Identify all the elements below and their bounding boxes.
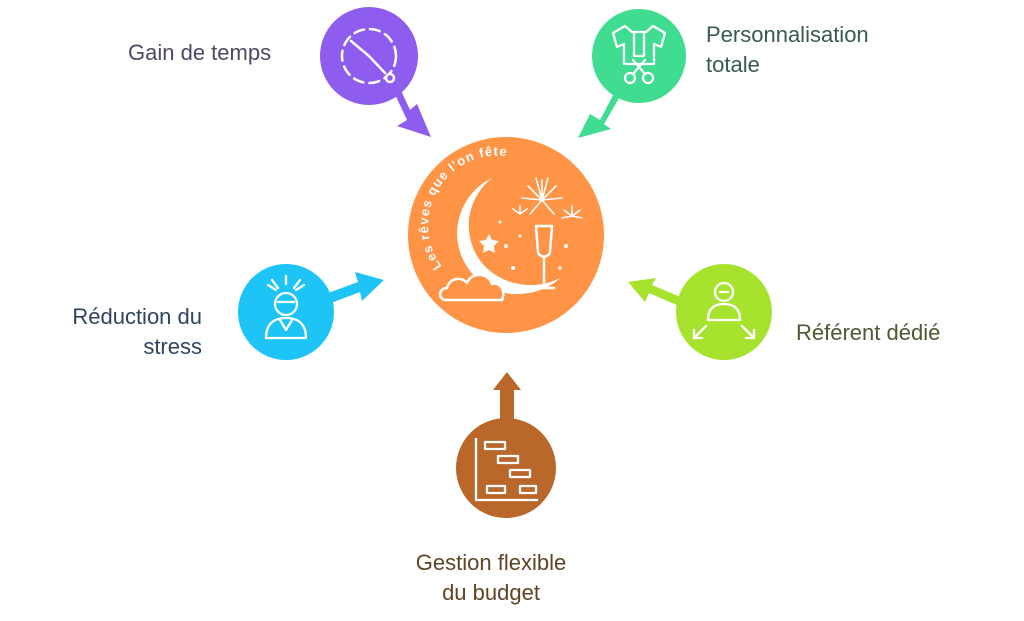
label-personnalisation: Personnalisation totale xyxy=(706,22,869,77)
label-referent: Référent dédié xyxy=(796,320,941,345)
node-personnalisation xyxy=(578,9,686,138)
center-logo: Les rêves que l'on fête xyxy=(408,137,604,333)
person-arrows-icon xyxy=(692,281,756,340)
clock-icon xyxy=(340,27,398,85)
circle-gestion-budget xyxy=(456,418,556,518)
arrow-personnalisation xyxy=(578,88,622,138)
node-referent xyxy=(628,264,772,360)
label-gestion-budget: Gestion flexible du budget xyxy=(415,550,567,605)
arrow-reduction-stress xyxy=(320,272,384,306)
champagne-glass-icon xyxy=(532,224,556,290)
label-reduction-stress: Réduction du stress xyxy=(72,304,202,359)
cloud-icon xyxy=(438,273,505,302)
fireworks-icon xyxy=(512,177,583,219)
label-gain-de-temps: Gain de temps xyxy=(128,40,272,65)
circle-referent xyxy=(676,264,772,360)
arrow-referent xyxy=(628,278,690,309)
shirt-scissors-icon xyxy=(611,24,667,85)
arrow-gestion-budget xyxy=(493,372,521,420)
arrow-gain-de-temps xyxy=(392,82,431,137)
moon-icon xyxy=(457,178,560,295)
circle-reduction-stress xyxy=(238,264,334,360)
center-circle xyxy=(408,137,604,333)
node-gestion-budget xyxy=(456,372,556,518)
stars-icon xyxy=(479,220,568,270)
gantt-chart-icon xyxy=(474,438,538,502)
node-reduction-stress xyxy=(238,264,384,360)
stressed-person-icon xyxy=(264,274,308,340)
node-gain-de-temps xyxy=(320,7,431,137)
